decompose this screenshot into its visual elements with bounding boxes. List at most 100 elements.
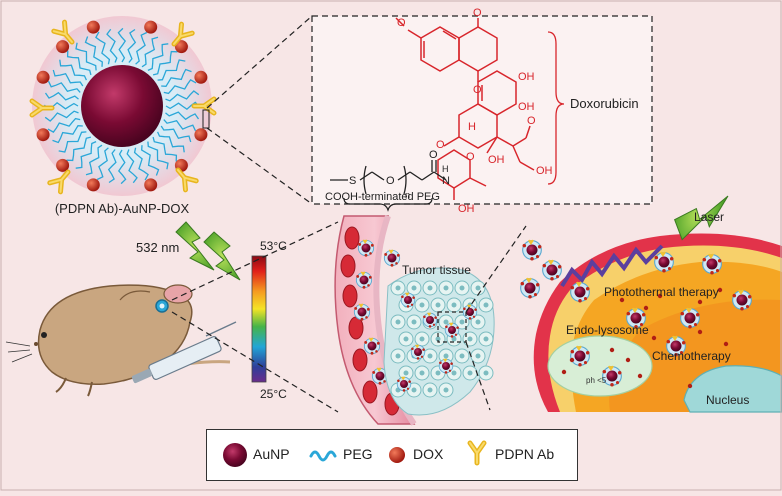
peg-wave xyxy=(59,59,87,81)
sulfur-label: S xyxy=(349,175,356,187)
peg-wave xyxy=(66,136,92,162)
peg-wave xyxy=(165,101,201,111)
zoom-marker xyxy=(202,109,210,129)
glyco-o: O xyxy=(436,139,445,151)
tumor-cell-nucleus xyxy=(451,336,457,342)
dox-sphere xyxy=(86,178,100,192)
dox-sphere xyxy=(144,178,158,192)
dox-sphere xyxy=(86,20,100,34)
peg-wave xyxy=(141,145,160,176)
peg-wave xyxy=(163,79,197,95)
legend-aunp-icon xyxy=(223,443,247,467)
mouse-illustration xyxy=(5,284,231,397)
dox-dot xyxy=(717,287,723,293)
dox-molecules xyxy=(36,20,208,192)
zoom-line-mouse-bottom xyxy=(171,311,339,413)
tumor-cell-nucleus xyxy=(443,387,449,393)
dox-sphere xyxy=(174,40,188,54)
laser-bolt-mouse xyxy=(175,221,241,281)
dox-dot xyxy=(657,293,663,299)
peg-wave xyxy=(85,144,103,176)
oh-label-3: OH xyxy=(488,154,505,166)
tumor-cell-nucleus xyxy=(483,336,489,342)
legend-dox-label: DOX xyxy=(413,446,444,462)
oxygen-label: O xyxy=(386,175,395,187)
peg-wave xyxy=(75,42,97,71)
tumor-cell-nucleus xyxy=(459,285,465,291)
red-blood-cells xyxy=(340,226,400,416)
zoom-line-tumor-top xyxy=(465,225,527,313)
doxorubicin-structure xyxy=(395,17,535,200)
zoom-line-bottom xyxy=(206,127,313,205)
peg-wave xyxy=(147,141,169,170)
peg-wave xyxy=(127,28,137,63)
tumor-cell-nucleus xyxy=(403,370,409,376)
dox-dot xyxy=(609,347,615,353)
structure-box xyxy=(311,15,653,205)
tumor-cell-nucleus xyxy=(475,285,481,291)
tumor-cell-nucleus xyxy=(427,285,433,291)
temperature-low-label: 25°C xyxy=(260,387,287,401)
tumor-cell-nucleus xyxy=(419,336,425,342)
peg-wave xyxy=(163,119,197,132)
legend-aunp-label: AuNP xyxy=(253,446,290,462)
tumor-cell-nucleus xyxy=(427,353,433,359)
peg-label: COOH-terminated PEG xyxy=(325,191,440,203)
dox-sphere xyxy=(36,128,50,142)
gold-nanoparticle-core xyxy=(81,65,163,147)
tumor-cell-nucleus xyxy=(419,302,425,308)
peg-wave xyxy=(117,149,127,185)
dox-sphere xyxy=(36,70,50,84)
zoom-line-top xyxy=(206,15,313,109)
tumor-label: Tumor tissue xyxy=(402,263,471,277)
peg-wave xyxy=(84,36,103,67)
tumor-cell-nucleus xyxy=(395,353,401,359)
peg-wave xyxy=(75,141,97,169)
tumor-cell-nucleus xyxy=(411,387,417,393)
tumor-zoom-box xyxy=(437,311,467,343)
dox-dot xyxy=(637,373,643,379)
tumor-cell-nucleus xyxy=(443,285,449,291)
doxorubicin-bracket xyxy=(547,31,565,185)
peg-wave xyxy=(157,131,185,153)
tumor-cell-nucleus xyxy=(435,370,441,376)
tumor-tissue xyxy=(383,267,495,416)
peg-wave xyxy=(133,147,149,181)
legend-dox-icon xyxy=(389,447,405,463)
zoom-line-tumor-bottom xyxy=(465,341,491,411)
legend-antibody-label: PDPN Ab xyxy=(495,446,555,462)
ketone-o-2: O xyxy=(473,84,482,96)
endo-lysosome-label: Endo-lysosome xyxy=(566,323,649,337)
legend-peg-icon xyxy=(309,450,337,462)
red-blood-cell xyxy=(340,254,356,278)
oh-sugar: OH xyxy=(458,203,475,215)
legend-antibody-icon xyxy=(470,443,484,463)
amide-n-label: N xyxy=(442,175,450,187)
laser-bolt-cell xyxy=(673,195,729,241)
peg-wave xyxy=(44,91,79,101)
ketone-o-1: O xyxy=(473,7,482,19)
peg-wave xyxy=(47,117,81,133)
peg-wave xyxy=(66,50,92,76)
tumor-cell-nucleus xyxy=(451,370,457,376)
tumor-cell-nucleus xyxy=(475,319,481,325)
peg-coating-waves xyxy=(43,27,201,185)
peg-wave xyxy=(44,110,79,122)
dox-dot xyxy=(569,357,575,363)
temperature-high-label: 53°C xyxy=(260,239,287,253)
wavelength-label: 532 nm xyxy=(136,240,179,255)
dox-sphere xyxy=(144,20,158,34)
tumor-cell-nucleus xyxy=(451,302,457,308)
tumor-cell-nucleus xyxy=(395,319,401,325)
peg-wave xyxy=(52,125,83,144)
peg-wave xyxy=(152,136,178,162)
peg-wave xyxy=(52,69,84,87)
tumor-cells xyxy=(390,280,494,398)
chemotherapy-label: Chemotherapy xyxy=(652,349,731,363)
syringe-illustration xyxy=(131,321,237,384)
repeat-n-label: n xyxy=(405,190,410,200)
laser-label: Laser xyxy=(694,210,724,224)
